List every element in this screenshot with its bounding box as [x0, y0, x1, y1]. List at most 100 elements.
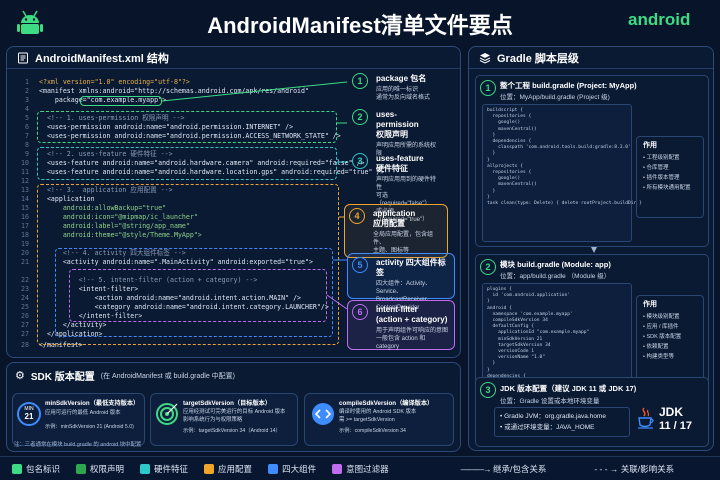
android-robot-icon [17, 10, 43, 34]
min-sdk-card: MIN 21 minSdkVersion（最低支持版本） 应用可运行的最低 An… [12, 393, 145, 446]
legend-item: 权限声明 [76, 463, 124, 475]
intent-filter-box [69, 269, 327, 322]
legend-swatch [140, 464, 151, 475]
jdk-settings-box: • Gradle JVM：org.gradle.java.home • 或通过环… [494, 407, 630, 437]
code-line: 27 </application> [15, 330, 102, 339]
annotation-6: 6 intent-filter (action + category) 用于声明组件… [347, 300, 455, 350]
sdk-note: 注：三者通常在模块 build.gradle 的 android 块中配置 [14, 442, 142, 448]
annotation-1: 1 package 包名应用的唯一标识 通常为反向域名格式 [347, 69, 443, 109]
jdk-title: JDK 版本配置（建议 JDK 11 或 JDK 17) [500, 384, 637, 393]
line-number: 12 [21, 177, 29, 185]
purpose-title: 作用 [643, 301, 657, 308]
legend-label: 包名标识 [26, 463, 61, 474]
line-number: 23 [21, 285, 29, 293]
jdk-section: 3 JDK 版本配置（建议 JDK 11 或 JDK 17) 位置：Gradle… [475, 377, 709, 447]
document-icon [18, 52, 28, 63]
code-text: android:label="@string/app_name" [39, 222, 190, 230]
code-text: </activity> [39, 321, 107, 329]
line-number: 26 [21, 312, 29, 320]
gradle-project-code: buildscript { repositories { google() ma… [482, 104, 642, 242]
purpose-item: • 构建类型等 [643, 354, 674, 360]
manifest-panel: AndroidManifest.xml 结构 1<?xml version="1… [6, 46, 461, 358]
code-line: 17 android:label="@string/app_name" [15, 222, 190, 231]
legend-label: 应用配置 [218, 463, 253, 474]
annotation-number-badge: 3 [352, 153, 368, 169]
annotation-title: intent-filter (action + category) [376, 305, 448, 324]
relation-legend: - - - → 关联/影响关系 [594, 463, 674, 475]
line-number: 24 [21, 294, 29, 302]
legend: 包名标识权限声明硬件特征应用配置四大组件意图过滤器———→ 继承/包含关系- -… [0, 456, 720, 480]
code-line: 3 package="com.example.myapp"> [15, 96, 166, 105]
legend-swatch [204, 464, 215, 475]
code-line: 20 <!-- 4. activity 四大组件标签 --> [15, 249, 186, 258]
line-number: 18 [21, 231, 29, 239]
gradle-project-purpose: 作用 • 工程级别配置 • 仓库管理 • 插件版本管理 • 所有模块通用配置 [636, 136, 704, 218]
layers-icon [479, 52, 491, 64]
code-line: 14 <application [15, 195, 95, 204]
page-title: AndroidManifest清单文件要点 [207, 13, 513, 38]
line-number: 22 [21, 276, 29, 284]
line-number: 9 [25, 150, 29, 158]
activity-box [55, 248, 333, 337]
line-number: 25 [21, 303, 29, 311]
code-text: <activity android:name=".MainActivity" a… [39, 258, 313, 266]
compile-sdk-title: compileSdkVersion（编译版本） [339, 400, 434, 407]
code-text: <!-- 3. application 应用配置 --> [39, 186, 173, 194]
line-number: 2 [25, 87, 29, 95]
legend-swatch [268, 464, 279, 475]
purpose-title: 作用 [643, 142, 657, 149]
code-text: </intent-filter> [39, 312, 143, 320]
code-line: 6 <uses-permission android:name="android… [15, 123, 293, 132]
purpose-item: • SDK 版本配置 [643, 334, 682, 340]
line-number: 4 [25, 105, 29, 113]
line-number: 13 [21, 186, 29, 194]
solid-arrow-icon: ———→ [460, 463, 492, 474]
code-text: <manifest xmlns:android="http://schemas.… [39, 87, 309, 95]
sdk-panel-header: ⚙ SDK 版本配置 (在 AndroidManifest 或 build.gr… [15, 368, 235, 383]
purpose-item: • 工程级别配置 [643, 155, 680, 161]
line-number: 20 [21, 249, 29, 257]
java-cup-icon [638, 407, 654, 429]
code-text: <!-- 4. activity 四大组件标签 --> [39, 249, 186, 257]
jdk-versions: 11 / 17 [659, 420, 693, 432]
gradle-panel: Gradle 脚本层级 1 整个工程 build.gradle (Project… [468, 46, 714, 451]
annotation-number-badge: 1 [352, 73, 368, 89]
purpose-item: • 插件版本管理 [643, 175, 680, 181]
code-view: 1<?xml version="1.0" encoding="utf-8"?>2… [7, 73, 384, 357]
annotation-title: uses-feature 硬件特征 [376, 154, 424, 173]
android-logo-text: android [628, 10, 691, 29]
relation-legend-label: 关联/影响关系 [620, 463, 675, 474]
annotation-number-badge: 6 [352, 304, 368, 320]
code-line: 28</manifest> [15, 341, 83, 350]
legend-label: 权限声明 [90, 463, 125, 474]
compile-sdk-example: 示例：compileSdkVersion 34 [339, 428, 406, 434]
annotation-desc: 用于声明组件可响应的意图 一般包含 action 和 category [376, 328, 449, 350]
code-text: <!-- 1. uses-permission 权限声明 --> [39, 114, 185, 122]
inherit-arrow [591, 247, 597, 253]
legend-item: 硬件特征 [140, 463, 188, 475]
legend-swatch [12, 464, 22, 475]
target-sdk-title: targetSdkVersion（目标版本） [183, 400, 272, 407]
code-line: 12 [15, 177, 39, 186]
android-logo: android [628, 10, 690, 30]
annotation-desc: 应用的唯一标识 通常为反向域名格式 [376, 87, 431, 101]
annotation-title: package 包名 [376, 74, 427, 83]
line-number: 27 [21, 330, 29, 338]
legend-item: 应用配置 [204, 463, 252, 475]
code-text: <uses-permission android:name="android.p… [39, 123, 294, 131]
dashed-arrow-icon: - - - → [594, 463, 619, 474]
annotation-title: activity 四大组件标签 [376, 258, 446, 277]
gradle-project-section: 1 整个工程 build.gradle (Project: MyApp) 位置：… [475, 75, 709, 247]
purpose-item: • 模块级别配置 [643, 314, 680, 320]
code-line: 5 <!-- 1. uses-permission 权限声明 --> [15, 114, 184, 123]
line-number: 7 [25, 132, 29, 140]
sdk-panel-subtitle: (在 AndroidManifest 或 build.gradle 中配置) [100, 372, 235, 380]
jdk-setting-item: • Gradle JVM：org.gradle.java.home [500, 413, 606, 420]
code-line: 15 android:allowBackup="true" [15, 204, 166, 213]
code-line: 13 <!-- 3. application 应用配置 --> [15, 186, 173, 195]
code-line: 2 <manifest xmlns:android="http://schemas… [15, 87, 309, 96]
min-sdk-example: 示例：minSdkVersion 21 (Android 5.0) [45, 424, 134, 430]
line-number: 16 [21, 213, 29, 221]
